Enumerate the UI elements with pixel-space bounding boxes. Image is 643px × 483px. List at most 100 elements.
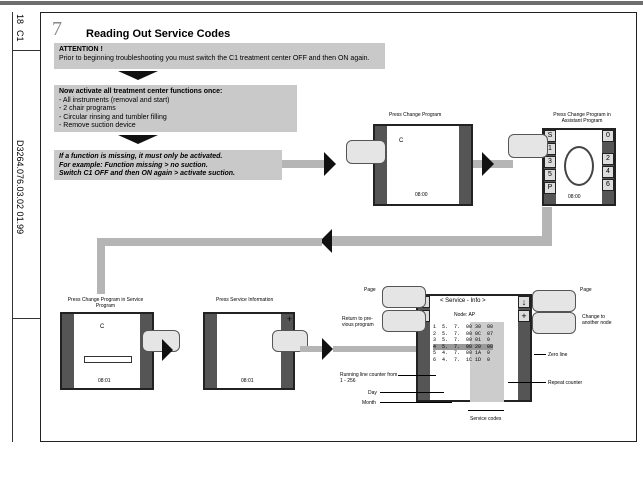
step-label: Press Service Information bbox=[216, 297, 274, 303]
missing-line1: If a function is missing, it must only b… bbox=[59, 153, 223, 160]
activate-item: - All instruments (removal and start) bbox=[59, 96, 170, 104]
missing-line2: For example: Function missing > no sucti… bbox=[59, 161, 208, 169]
connector bbox=[282, 160, 324, 168]
c-label: C bbox=[100, 324, 105, 330]
arrow-right-icon bbox=[322, 338, 333, 360]
arrow-left-icon bbox=[320, 229, 332, 253]
screen-time: 08:01 bbox=[241, 378, 254, 384]
document-id: D3264.076.03.02 01.99 bbox=[15, 140, 25, 235]
arrow-down-icon bbox=[118, 71, 158, 80]
activate-item: - 2 chair programs bbox=[59, 105, 116, 112]
callout-zero-line: Zero line bbox=[548, 352, 568, 358]
step-label: Press Change Program in Service Program bbox=[67, 297, 144, 309]
hand-pointer-icon bbox=[346, 140, 386, 164]
hand-pointer-icon bbox=[142, 330, 180, 352]
service-row: 1 5. 7. 00 30 00 bbox=[433, 324, 494, 330]
step-label: Press Change Program in Assistant Progra… bbox=[553, 112, 611, 124]
screen-left-column bbox=[205, 314, 217, 388]
leader-line bbox=[468, 410, 504, 411]
connector bbox=[97, 238, 322, 246]
leader-line bbox=[398, 375, 436, 376]
hand-pointer-icon bbox=[532, 312, 576, 334]
screen-time: 08:00 bbox=[568, 194, 581, 200]
spiral-hose-icon bbox=[564, 146, 594, 186]
attention-box: ATTENTION ! Prior to beginning troublesh… bbox=[54, 43, 385, 69]
model-label: C1 bbox=[15, 30, 25, 42]
connector bbox=[542, 207, 552, 245]
hand-pointer-icon bbox=[508, 134, 548, 158]
assistant-key-0[interactable]: 0 bbox=[602, 130, 614, 142]
connector bbox=[333, 346, 417, 352]
service-row: 5 4. 7. 00 1A 0 bbox=[433, 350, 491, 356]
callout-page-left: Page bbox=[364, 287, 376, 293]
service-codes-column bbox=[470, 322, 504, 402]
section-number: 7 bbox=[52, 18, 62, 40]
hand-pointer-icon bbox=[272, 330, 308, 352]
page-frame bbox=[40, 12, 637, 442]
activate-heading: Now activate all treatment center functi… bbox=[59, 88, 223, 95]
leader-line bbox=[380, 402, 452, 403]
screen-right-column bbox=[518, 296, 530, 400]
sidebar-divider bbox=[12, 50, 40, 51]
callout-running-line: Running line counter from 1 - 256 bbox=[340, 372, 398, 384]
page-down-button[interactable]: ↓ bbox=[518, 296, 530, 308]
arrow-down-icon bbox=[118, 135, 158, 144]
callout-change-node: Change to another node bbox=[582, 314, 612, 326]
connector bbox=[97, 238, 105, 294]
service-rows: 1 5. 7. 00 30 00 2 5. 7. 00 0C 07 3 5. 7… bbox=[433, 324, 494, 363]
assistant-key-3[interactable]: 3 bbox=[544, 156, 556, 168]
service-info-screen: ↑ ↓ + < Service - Info > Node: AP 1 5. 7… bbox=[416, 294, 532, 402]
service-row: 6 4. 7. 1C 1D 0 bbox=[433, 356, 491, 363]
change-node-button[interactable]: + bbox=[518, 310, 530, 322]
callout-repeat-counter: Repeat counter bbox=[548, 380, 583, 386]
attention-heading: ATTENTION ! bbox=[59, 46, 103, 53]
service-field bbox=[84, 356, 132, 363]
arrow-right-icon bbox=[162, 339, 173, 361]
activate-item: - Remove suction device bbox=[59, 122, 136, 129]
activate-box: Now activate all treatment center functi… bbox=[54, 85, 297, 132]
screen-time: 08:01 bbox=[98, 378, 111, 384]
screen-left-column bbox=[375, 126, 387, 204]
sidebar-rule bbox=[12, 12, 13, 442]
attention-text: Prior to beginning troubleshooting you m… bbox=[59, 54, 370, 62]
callout-service-codes: Service codes bbox=[470, 416, 502, 422]
callout-month: Month bbox=[362, 400, 376, 406]
screen-right-column bbox=[459, 126, 471, 204]
screen-time: 08:00 bbox=[415, 192, 428, 198]
page-number: 18 bbox=[15, 14, 25, 25]
assistant-key-p[interactable]: P bbox=[544, 182, 556, 194]
section-title: Reading Out Service Codes bbox=[86, 28, 231, 40]
missing-box: If a function is missing, it must only b… bbox=[54, 150, 282, 180]
assistant-key-4[interactable]: 4 bbox=[602, 166, 614, 178]
leader-line bbox=[380, 392, 444, 393]
missing-line3: Switch C1 OFF and then ON again > activa… bbox=[59, 170, 236, 177]
top-rule bbox=[0, 1, 643, 5]
node-label: Node: AP bbox=[454, 312, 476, 318]
service-info-title: < Service - Info > bbox=[440, 298, 486, 304]
plus-icon: + bbox=[286, 314, 292, 324]
device-screen-2: S 1 3 5 P 0 2 4 6 08:00 bbox=[542, 128, 616, 206]
assistant-key-2[interactable]: 2 bbox=[602, 153, 614, 165]
service-row-zero: 4 5. 7. 00 20 00 bbox=[433, 343, 494, 350]
hand-pointer-icon bbox=[382, 310, 426, 332]
callout-day: Day bbox=[368, 390, 377, 396]
c-label: C bbox=[399, 138, 404, 144]
device-screen-3: C 08:01 bbox=[60, 312, 154, 390]
arrow-right-icon bbox=[324, 152, 336, 176]
activate-item: - Circular rinsing and tumbler filling bbox=[59, 113, 167, 121]
assistant-key-5[interactable]: 5 bbox=[544, 169, 556, 181]
service-row: 2 5. 7. 00 0C 07 bbox=[433, 330, 494, 337]
device-screen-1: C 08:00 bbox=[373, 124, 473, 206]
assistant-key-6[interactable]: 6 bbox=[602, 179, 614, 191]
step-label: Press Change Program bbox=[389, 112, 442, 118]
leader-line bbox=[534, 354, 546, 355]
callout-return: Return to pre-vious program bbox=[342, 316, 374, 328]
leader-line bbox=[508, 382, 546, 383]
arrow-right-icon bbox=[482, 152, 494, 176]
sidebar-divider bbox=[12, 318, 40, 319]
service-row: 3 5. 7. 00 01 0 bbox=[433, 337, 491, 343]
callout-page-right: Page bbox=[580, 287, 592, 293]
connector bbox=[300, 346, 328, 352]
connector bbox=[330, 236, 552, 246]
screen-left-column bbox=[62, 314, 74, 388]
